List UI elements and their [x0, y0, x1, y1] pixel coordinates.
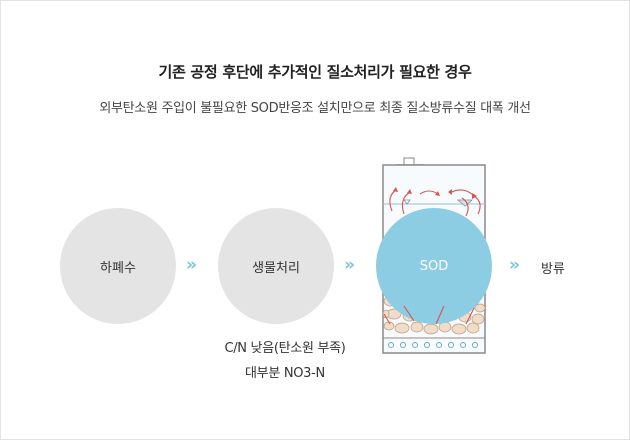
flow-arrow-icon — [383, 189, 481, 325]
page-subtitle: 외부탄소원 주입이 불필요한 SOD반응조 설치만으로 최종 질소방류수질 대폭… — [99, 101, 531, 116]
stage-sod-label: SOD — [376, 208, 492, 324]
stage-biological-label: 생물처리 — [252, 260, 300, 276]
chevron-double-right-icon: » — [509, 255, 520, 275]
note-nitrate: 대부분 NO3-N — [245, 366, 325, 381]
page-title: 기존 공정 후단에 추가적인 질소처리가 필요한 경우 — [158, 63, 472, 81]
stage-discharge-label: 방류 — [541, 262, 565, 277]
stage-influent-label: 하폐수 — [100, 260, 136, 276]
reactor-tank-icon — [376, 157, 492, 354]
chevron-double-right-icon: » — [186, 255, 197, 275]
stage-influent: 하폐수 — [60, 208, 176, 324]
note-cn-ratio: C/N 낮음(탄소원 부족) — [224, 341, 346, 356]
stage-biological: 생물처리 — [218, 208, 334, 324]
stage-sod-text: SOD — [419, 258, 449, 274]
chevron-double-right-icon: » — [344, 255, 355, 275]
